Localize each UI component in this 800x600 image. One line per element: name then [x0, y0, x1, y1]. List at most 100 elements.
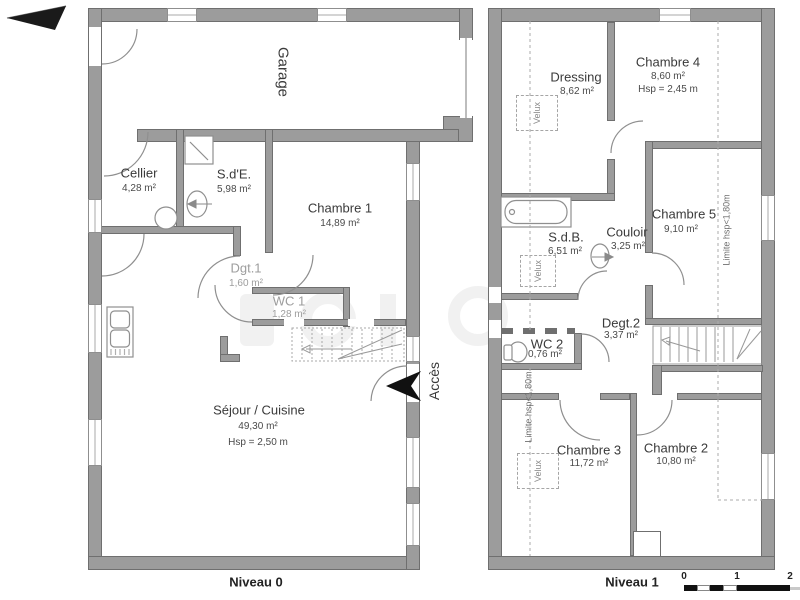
scale-segment	[684, 585, 697, 591]
door-arc	[651, 252, 685, 286]
garage-door-opening	[460, 38, 472, 118]
velux-box: Velux	[516, 95, 558, 131]
acces-label: Accès	[426, 361, 442, 401]
velux-box: Velux	[517, 453, 559, 489]
window	[761, 195, 775, 241]
room-label-sdb: S.d.B.	[548, 229, 584, 245]
wall	[652, 365, 662, 395]
room-label-dgt1: Dgt.1	[230, 260, 262, 276]
window	[406, 163, 420, 201]
wall	[137, 129, 459, 142]
partial-height-wall	[501, 328, 575, 334]
wall	[343, 287, 350, 327]
window	[317, 8, 347, 22]
room-label-cellier: Cellier	[120, 165, 158, 181]
room-area-sdb: 6,51 m²	[548, 246, 582, 257]
room-area-dgt1: 1,60 m²	[229, 278, 263, 289]
chimney-notch	[633, 531, 661, 557]
room-label-chambre4: Chambre 4	[635, 54, 701, 70]
room-area-sde: 5,98 m²	[217, 184, 251, 195]
room-label-dressing: Dressing	[550, 69, 602, 85]
kitchen-sink-icon	[109, 329, 131, 348]
wall	[220, 354, 240, 362]
sink-icon	[590, 243, 610, 269]
window	[659, 8, 691, 22]
wall	[88, 8, 473, 22]
window	[88, 419, 102, 466]
room-area-wc1: 1,28 m²	[272, 309, 306, 320]
room-ceiling-sejour: Hsp = 2,50 m	[228, 437, 288, 448]
sink-arrow	[592, 252, 615, 262]
room-area-chambre2: 10,80 m²	[656, 456, 696, 467]
wall	[652, 365, 763, 372]
scale-segment	[723, 585, 737, 591]
wall-gap	[489, 320, 501, 338]
shower-icon	[189, 141, 209, 161]
wall-gap	[348, 319, 374, 326]
window	[406, 336, 420, 362]
wall-gap	[284, 319, 304, 326]
velux-label: Velux	[533, 259, 543, 283]
north-arrow-icon	[6, 5, 67, 30]
toilet-icon	[503, 344, 513, 361]
toilet-icon	[508, 341, 528, 363]
room-label-wc1: WC 1	[272, 293, 306, 309]
kitchen-sink-icon	[106, 306, 134, 358]
wall	[677, 393, 762, 400]
window	[88, 199, 102, 233]
wall	[607, 22, 615, 121]
wall	[501, 363, 582, 370]
door-opening	[89, 27, 101, 66]
room-area-cellier: 4,28 m²	[122, 183, 156, 194]
wall	[459, 8, 473, 40]
wall	[101, 226, 241, 234]
room-label-garage: Garage	[274, 46, 292, 98]
room-area-sejour: 49,30 m²	[238, 421, 278, 432]
window	[167, 8, 197, 22]
niveau1-title: Niveau 1	[605, 574, 659, 590]
wall	[88, 8, 102, 570]
wall	[645, 318, 762, 325]
room-label-chambre1: Chambre 1	[307, 200, 373, 216]
window	[406, 437, 420, 488]
room-area-chambre5: 9,10 m²	[664, 224, 698, 235]
bathtub-icon	[504, 199, 568, 225]
door-arc	[636, 399, 673, 436]
bathtub-drain	[508, 208, 516, 216]
sink-arrow	[186, 199, 212, 209]
room-area-couloir: 3,25 m²	[611, 241, 645, 252]
door-arc	[101, 28, 138, 65]
room-label-sejour: Séjour / Cuisine	[213, 402, 305, 418]
limite-hsp-label: Limite hsp<1,80m	[721, 194, 732, 266]
room-area-chambre1: 14,89 m²	[320, 218, 360, 229]
room-label-couloir: Couloir	[606, 224, 648, 240]
wall	[501, 293, 578, 300]
window	[406, 503, 420, 546]
velux-label: Velux	[533, 459, 543, 483]
wall	[600, 393, 630, 400]
room-label-chambre5: Chambre 5	[651, 206, 717, 222]
wall	[88, 556, 420, 570]
door-arc	[559, 399, 601, 441]
scale-segment	[697, 585, 710, 591]
room-label-sde: S.d'E.	[216, 166, 252, 182]
room-label-chambre2: Chambre 2	[643, 440, 709, 456]
scale-tick-1: 1	[734, 571, 740, 582]
wall-gap	[489, 287, 501, 303]
scale-segment	[790, 587, 800, 590]
scale-tick-0: 0	[681, 571, 687, 582]
room-area-degt2: 3,37 m²	[604, 330, 638, 341]
wall	[488, 556, 775, 570]
sink-icon	[186, 190, 208, 218]
limite-hsp-label: Limite hsp<1,80m	[523, 371, 534, 443]
door-arc	[610, 120, 644, 154]
stairs-niveau1	[652, 325, 763, 365]
room-label-chambre3: Chambre 3	[556, 442, 622, 458]
window	[88, 304, 102, 353]
wall	[176, 129, 184, 234]
wall	[645, 141, 762, 149]
wall	[265, 129, 273, 253]
door-arc	[101, 233, 145, 277]
niveau0-title: Niveau 0	[229, 574, 283, 590]
